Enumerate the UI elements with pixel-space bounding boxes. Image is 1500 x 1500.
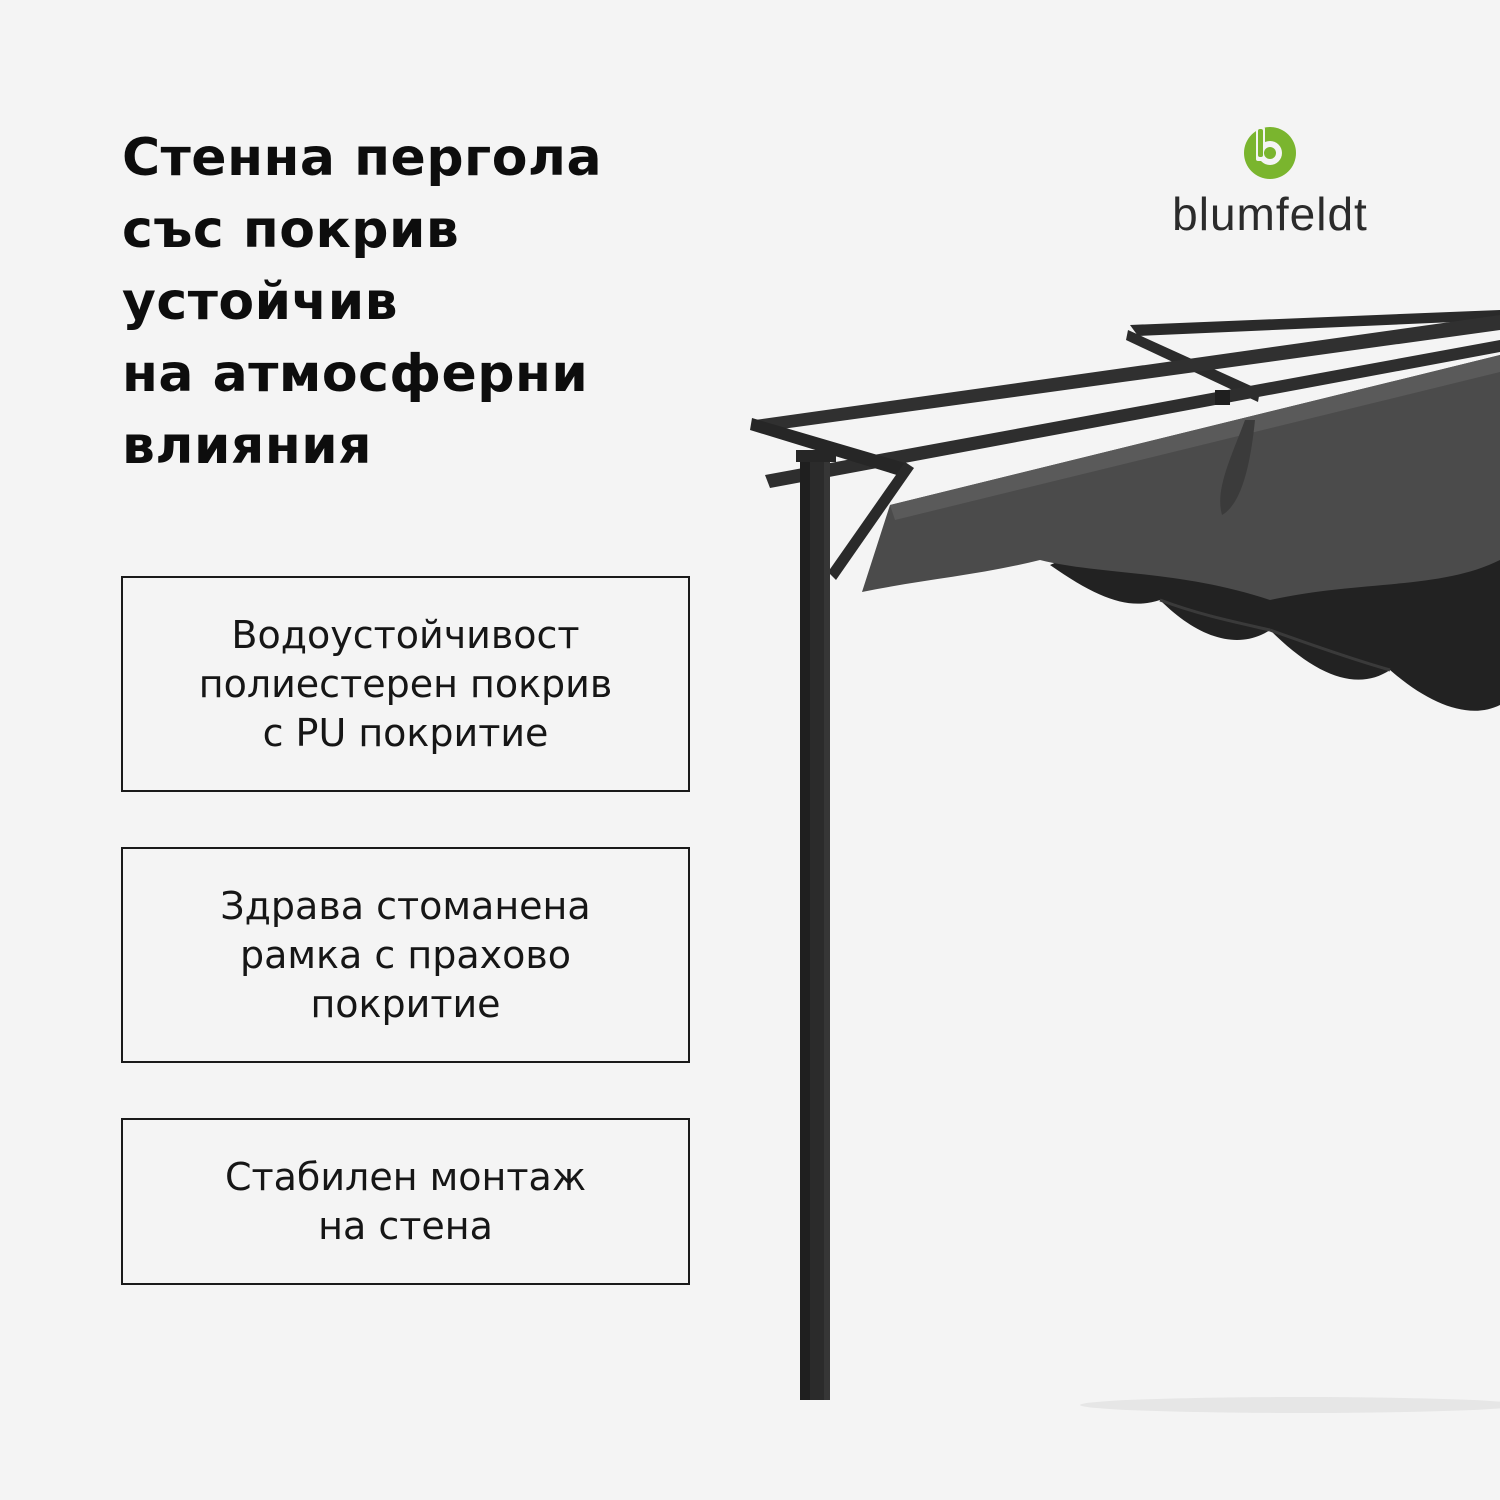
page-title: Стенна пергола със покрив устойчив на ат… bbox=[122, 122, 742, 482]
title-line: със покрив bbox=[122, 200, 460, 260]
brand-name: blumfeldt bbox=[1172, 188, 1368, 240]
feature-text: Здрава стоманена рамка с прахово покрити… bbox=[220, 882, 590, 1029]
feature-line: покритие bbox=[310, 981, 501, 1026]
feature-line: Стабилен монтаж bbox=[224, 1154, 587, 1199]
feature-box-wall-mount: Стабилен монтаж на стена bbox=[121, 1118, 690, 1285]
feature-line: полиестерен покрив bbox=[198, 661, 613, 706]
feature-line: рамка с прахово bbox=[239, 932, 571, 977]
feature-line: Водоустойчивост bbox=[231, 612, 580, 657]
pergola-illustration bbox=[750, 310, 1500, 1413]
title-line: влияния bbox=[122, 416, 373, 476]
title-line: устойчив bbox=[122, 272, 399, 332]
feature-line: с PU покритие bbox=[262, 710, 549, 755]
feature-text: Водоустойчивост полиестерен покрив с PU … bbox=[199, 611, 613, 758]
feature-line: Здрава стоманена bbox=[220, 883, 591, 928]
title-line: на атмосферни bbox=[122, 344, 589, 404]
feature-box-steel-frame: Здрава стоманена рамка с прахово покрити… bbox=[121, 847, 690, 1063]
blumfeldt-logo-icon bbox=[1244, 127, 1296, 179]
title-line: Стенна пергола bbox=[122, 128, 603, 188]
brand-logo: blumfeldt bbox=[1150, 115, 1390, 245]
feature-line: на стена bbox=[318, 1203, 493, 1248]
feature-text: Стабилен монтаж на стена bbox=[225, 1153, 586, 1251]
feature-box-waterproof: Водоустойчивост полиестерен покрив с PU … bbox=[121, 576, 690, 792]
